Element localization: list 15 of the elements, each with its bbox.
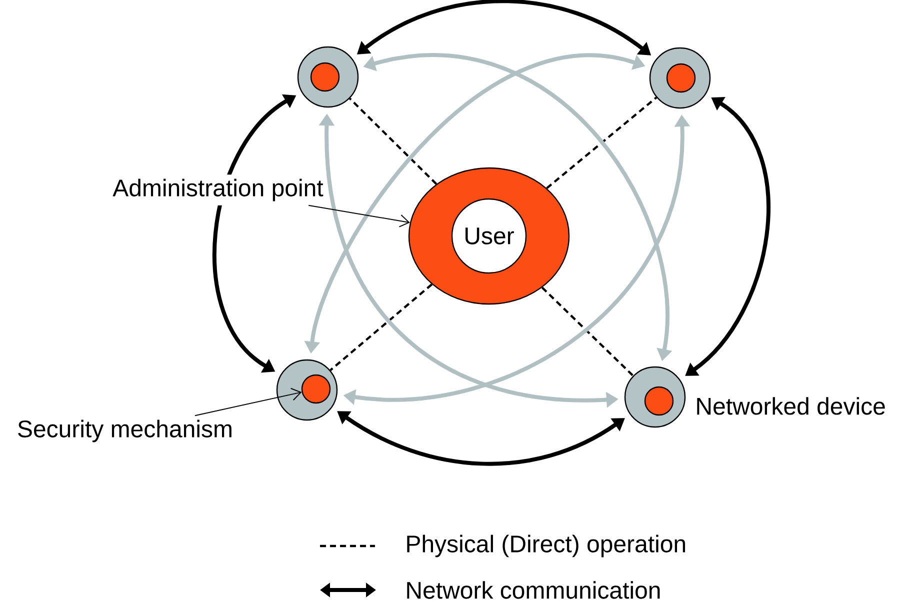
device-label: Networked device xyxy=(697,397,885,415)
legend-label: Physical (Direct) operation xyxy=(407,534,686,558)
leader-line xyxy=(194,388,302,416)
dashed-line xyxy=(546,96,658,190)
legend-label: Network communication xyxy=(407,581,660,599)
leader-line xyxy=(308,204,410,228)
callout-text: Security mechanism xyxy=(18,420,232,442)
inner-dot xyxy=(644,386,674,416)
inner-dot xyxy=(310,62,340,92)
dashed-line xyxy=(349,98,438,185)
inner-dot xyxy=(301,374,331,404)
inner-dot xyxy=(666,63,696,93)
dashed-line xyxy=(541,286,634,376)
callout-text: Administration point xyxy=(112,178,324,202)
dashed-line xyxy=(330,284,433,372)
